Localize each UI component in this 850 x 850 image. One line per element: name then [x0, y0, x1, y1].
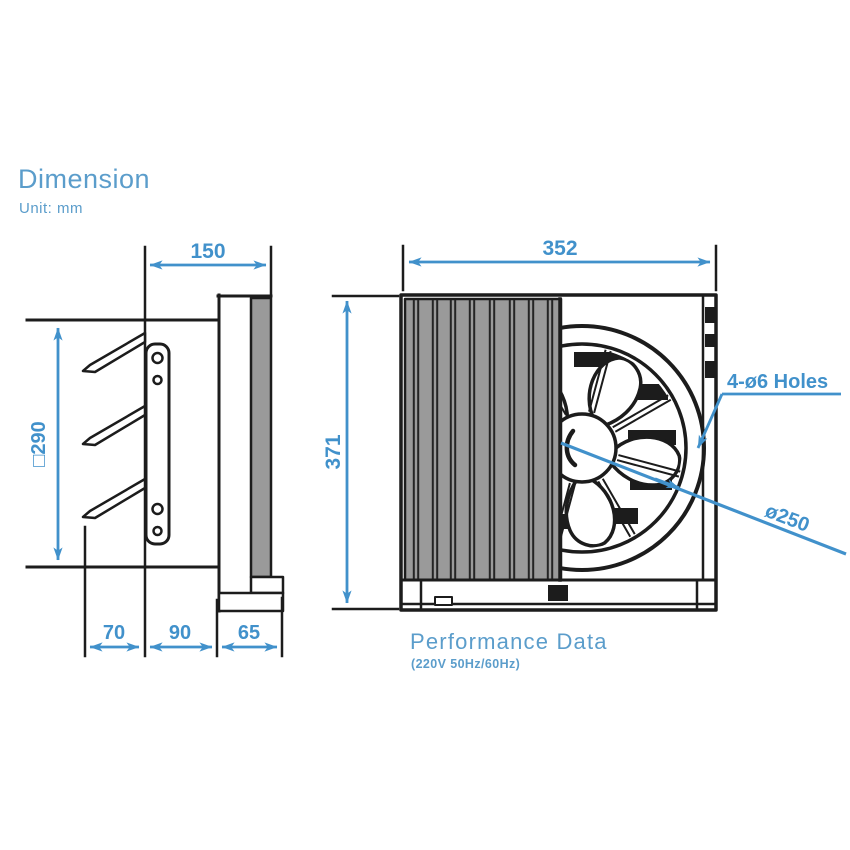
bracket-hole [151, 351, 164, 365]
louver-slat [81, 331, 147, 374]
side-view-drawing [25, 245, 285, 658]
mount-slots [705, 307, 715, 378]
louver-slat-lines [412, 300, 554, 579]
mounting-bracket [144, 342, 171, 546]
base-rail [400, 578, 717, 611]
housing-step [249, 575, 285, 595]
dim-label-150: 150 [190, 240, 225, 263]
motor-mount-block [548, 585, 568, 601]
front-view-drawing [331, 244, 718, 612]
louver-slat [81, 404, 147, 447]
dim-label-70: 70 [103, 622, 125, 644]
impeller-diameter-line [560, 441, 847, 556]
impeller-diameter-arrow [654, 477, 680, 490]
holes-callout-leader [696, 393, 724, 449]
dim-label-90: 90 [169, 622, 191, 644]
housing-base [217, 591, 285, 613]
louver-panel [403, 297, 563, 582]
bracket-hole [152, 374, 163, 386]
dim-label-371: 371 [322, 434, 345, 469]
dimension-annotations [53, 257, 847, 652]
page-title: Dimension [18, 164, 151, 194]
hub-mark [564, 428, 578, 468]
bracket-hole [152, 525, 163, 537]
louver-slat [81, 477, 147, 520]
holes-callout-label: 4-ø6 Holes [727, 371, 828, 393]
performance-data-title: Performance Data [410, 629, 608, 654]
housing-back-plate [249, 296, 273, 579]
performance-data-subtitle: (220V 50Hz/60Hz) [411, 657, 521, 671]
bracket-hole [151, 502, 164, 516]
dim-label-290: □290 [28, 421, 50, 466]
base-foot [434, 596, 453, 606]
unit-label: Unit: mm [19, 200, 83, 217]
dim-label-65: 65 [238, 622, 260, 644]
fan-frame [399, 293, 718, 612]
dim-label-352: 352 [542, 237, 577, 260]
